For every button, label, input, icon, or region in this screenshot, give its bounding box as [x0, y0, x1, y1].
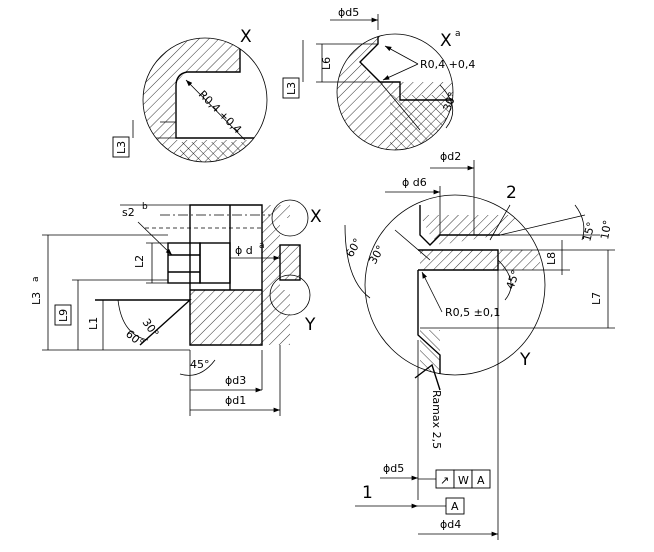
main-s2-sup: b: [142, 202, 148, 212]
detail-y-radius-note: R0,5 ±0,1: [445, 306, 500, 319]
main-s2: s2: [122, 206, 135, 219]
detail-y-angle-30: 30°: [366, 243, 387, 266]
datum-a: A: [451, 500, 459, 513]
main-dim-l9: L9: [57, 309, 70, 322]
detail-y-title: Y: [519, 350, 531, 370]
tolerance-ref-a: A: [477, 474, 485, 487]
main-dim-d: ϕ d: [235, 244, 253, 257]
detail-xa-dim-d5: ϕd5: [338, 6, 359, 19]
main-dim-l2: L2: [133, 255, 146, 268]
detail-y-roughness: Ramax 2,5: [430, 390, 443, 449]
main-dim-l1: L1: [87, 317, 100, 330]
main-dim-l3-sup: a: [31, 276, 41, 282]
detail-y-dim-d5: ϕd5: [383, 462, 404, 475]
main-angle-45: 45°: [190, 358, 210, 371]
detail-x-dim-l3: L3: [115, 141, 128, 154]
detail-y-dim-l7: L7: [590, 292, 603, 305]
detail-xa-title-sup: a: [455, 29, 461, 39]
main-label-y: Y: [304, 315, 316, 335]
detail-y-angle-45: 45°: [504, 268, 523, 291]
main-section-view: X Y s2 b L2 L3 a L9 L1 60° 30° 45° ϕ d: [30, 199, 322, 416]
detail-xa-dim-l6: L6: [320, 57, 333, 70]
main-dim-d1: ϕd1: [225, 394, 246, 407]
detail-xa-dim-l3: L3: [285, 82, 298, 95]
detail-xa-view: X a R0,4 +0,4 ϕd5 L6 L3 30°: [282, 6, 475, 151]
tolerance-symbol: ↗: [440, 474, 449, 487]
detail-y-dim-d6: ϕ d6: [402, 176, 427, 189]
main-label-x: X: [310, 207, 322, 227]
detail-y-view: Y ϕd2 ϕ d6 2 10° 15° 60° 30° 45° L8 L7 R…: [343, 150, 615, 540]
detail-x-title: X: [240, 27, 252, 47]
detail-xa-radius-note: R0,4 +0,4: [420, 58, 475, 71]
tolerance-ref-w: W: [458, 474, 469, 487]
main-dim-d3: ϕd3: [225, 374, 246, 387]
detail-x-view: X R0,4 +0,4 L3: [112, 27, 268, 163]
detail-y-callout-1: 1: [362, 483, 373, 503]
detail-y-angle-15: 15°: [580, 221, 598, 243]
detail-xa-title: X: [440, 31, 452, 51]
main-dim-d-sup: a: [259, 241, 265, 251]
detail-y-angle-10: 10°: [598, 219, 614, 240]
detail-y-dim-d4: ϕd4: [440, 518, 461, 531]
detail-xa-angle: 30°: [441, 90, 460, 113]
detail-x-radius-note: R0,4 +0,4: [196, 88, 244, 136]
main-dim-l3: L3: [30, 292, 43, 305]
detail-y-callout-2: 2: [506, 183, 517, 203]
detail-y-dim-l8: L8: [545, 252, 558, 265]
detail-y-dim-d2: ϕd2: [440, 150, 461, 163]
